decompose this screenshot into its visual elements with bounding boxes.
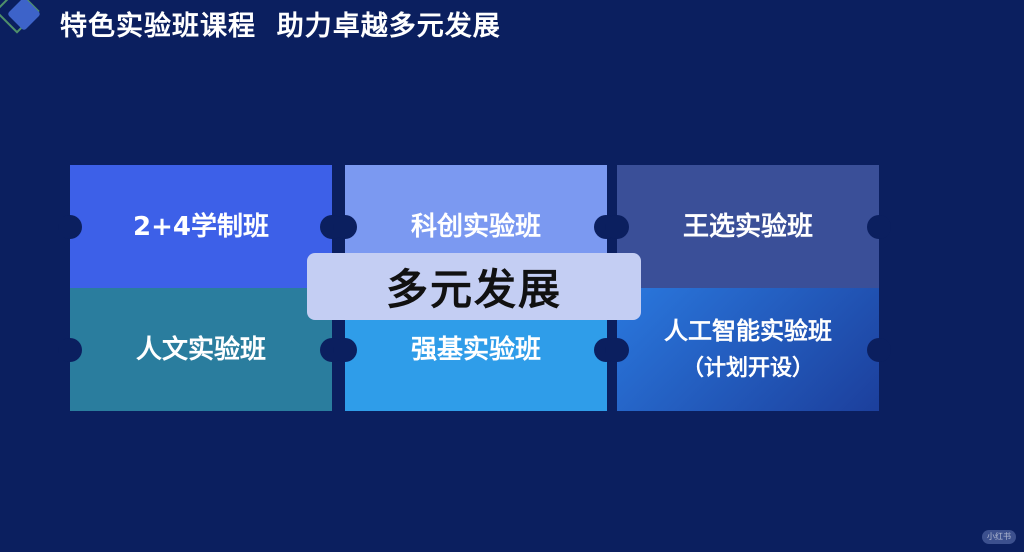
notch [333,338,357,362]
notch [58,215,82,239]
notch [867,338,891,362]
class-label: 2+4学制班 [133,211,269,242]
center-label: 多元发展 [307,253,641,320]
notch [867,215,891,239]
notch [58,338,82,362]
class-sublabel: （计划开设） [681,355,814,381]
logo-icon [0,0,40,34]
class-label: 人文实验班 [135,334,266,365]
page-title: 特色实验班课程 助力卓越多元发展 [60,11,501,42]
class-card-wangxuan: 王选实验班 [617,165,879,288]
notch [605,338,629,362]
class-label: 人工智能实验班 [664,316,832,345]
class-card-renwen: 人文实验班 [70,288,332,411]
watermark: 小红书 [982,530,1016,544]
class-label: 科创实验班 [410,211,541,242]
class-card-2plus4: 2+4学制班 [70,165,332,288]
class-label: 王选实验班 [682,211,813,242]
notch [605,215,629,239]
class-card-ai: 人工智能实验班 （计划开设） [617,288,879,411]
class-label: 强基实验班 [410,334,541,365]
notch [333,215,357,239]
